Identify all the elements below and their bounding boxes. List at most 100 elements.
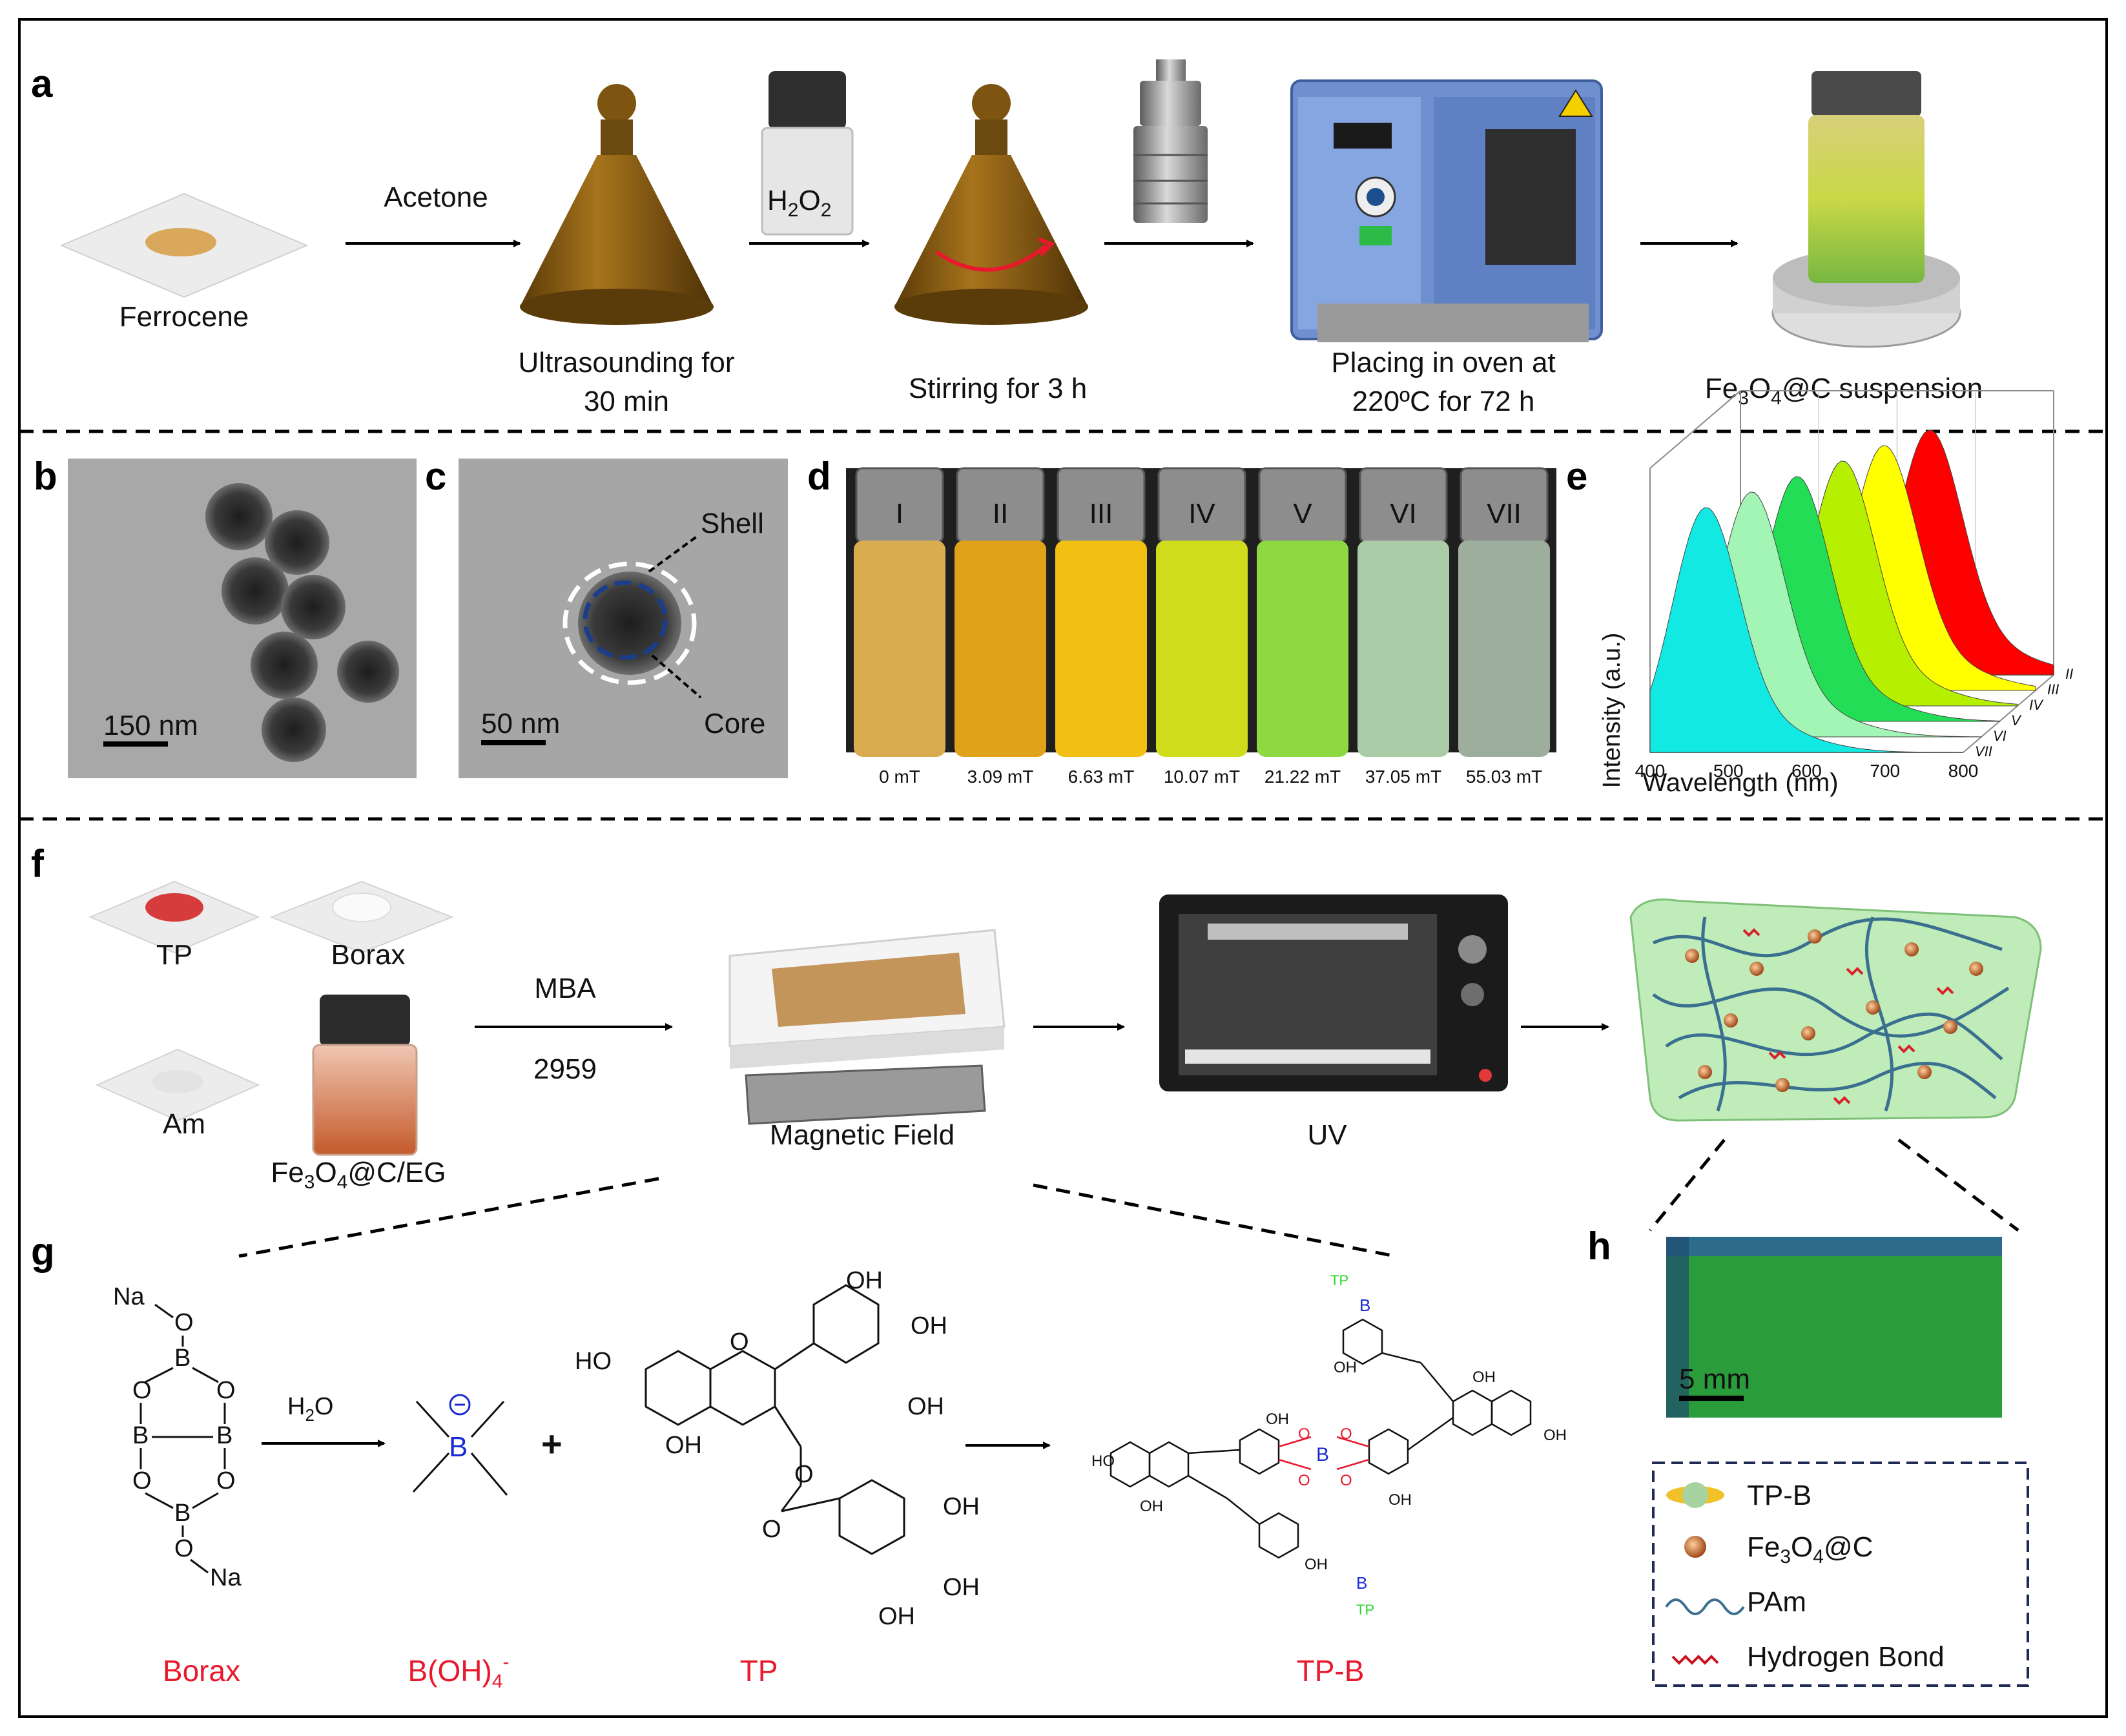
svg-text:O: O: [1340, 1472, 1352, 1489]
svg-text:O: O: [174, 1309, 194, 1336]
borate-ion: B: [412, 1394, 508, 1496]
panel-f: f TP Borax Am Fe3O4@C/EG MBA 2959 Magnet…: [31, 842, 2042, 1193]
vial-label: I: [896, 498, 903, 530]
svg-text:OH: OH: [1140, 1498, 1163, 1515]
series-label: VI: [1993, 728, 2007, 744]
svg-text:O: O: [216, 1467, 236, 1494]
zoom-line-h-left: [1649, 1139, 1726, 1232]
vial-label: III: [1089, 498, 1113, 530]
scale-label-c: 50 nm: [481, 708, 560, 739]
label-mba: MBA: [534, 973, 596, 1004]
plus-sign: +: [541, 1423, 562, 1464]
series-label: IV: [2029, 697, 2044, 713]
hydrogel-photo: [1666, 1237, 2002, 1418]
vial-liquid: [1156, 541, 1248, 757]
svg-text:O: O: [1298, 1472, 1310, 1489]
uv-oven: [1159, 894, 1508, 1091]
label-borax: Borax: [331, 939, 406, 971]
legend-tpb-label: TP-B: [1747, 1480, 1811, 1511]
label-core: Core: [704, 708, 765, 739]
vial: II3.09 mT: [955, 467, 1046, 787]
zoom-line-h-right: [1897, 1139, 2019, 1232]
svg-text:O: O: [1298, 1425, 1310, 1443]
panel-label-e: e: [1566, 455, 1587, 498]
svg-text:B: B: [174, 1500, 191, 1527]
spectrum-area-vii: [1649, 507, 1963, 753]
svg-text:O: O: [762, 1516, 781, 1543]
vial-field-label: 10.07 mT: [1164, 767, 1240, 787]
tp-powder: [145, 893, 203, 922]
panel-label-b: b: [34, 455, 57, 498]
suspension-vial: [1771, 71, 1961, 348]
svg-text:Na: Na: [113, 1283, 145, 1310]
label-uv: UV: [1307, 1119, 1347, 1151]
series-label: V: [2011, 712, 2022, 728]
legend-fe3o4-icon: [1684, 1536, 1706, 1558]
svg-text:O: O: [1340, 1425, 1352, 1443]
svg-text:OH: OH: [1334, 1359, 1357, 1376]
x-tick-label: 700: [1870, 761, 1900, 781]
scale-label-h: 5 mm: [1679, 1363, 1750, 1395]
legend-box: [1652, 1462, 2029, 1687]
flask-stirring: [894, 84, 1088, 325]
vial: III 6.63 mT: [1055, 467, 1147, 787]
label-shell: Shell: [701, 508, 764, 539]
chart-ylabel: Intensity (a.u.): [1598, 633, 1625, 789]
vial-label: VI: [1390, 498, 1417, 530]
vial-field-label: 21.22 mT: [1264, 767, 1341, 787]
caption-tp: TP: [740, 1654, 778, 1688]
label-tp: TP: [156, 939, 192, 971]
vial-liquid: [1055, 541, 1147, 757]
vial-field-label: 3.09 mT: [967, 767, 1034, 787]
vial-liquid: [955, 541, 1046, 757]
vial-label: VII: [1487, 498, 1522, 530]
svg-text:TP: TP: [1330, 1272, 1348, 1288]
panel-label-h: h: [1587, 1224, 1611, 1268]
svg-text:B: B: [1316, 1444, 1329, 1465]
svg-text:O: O: [794, 1461, 814, 1488]
vial-liquid: [1458, 541, 1550, 757]
x-tick-label: 500: [1713, 761, 1744, 781]
panel-label-f: f: [31, 842, 45, 885]
vial-field-label: 0 mT: [879, 767, 920, 787]
svg-text:O: O: [730, 1328, 749, 1356]
svg-text:Na: Na: [210, 1564, 242, 1591]
panel-h: h 5 mm: [1587, 1224, 2002, 1418]
svg-text:B: B: [1356, 1573, 1367, 1593]
vial: IV 10.07 mT: [1156, 467, 1248, 787]
vial-liquid: [1357, 541, 1449, 757]
svg-text:O: O: [174, 1535, 194, 1562]
label-suspension: Fe3O4@C suspension: [1705, 373, 1983, 409]
svg-text:OH: OH: [911, 1312, 947, 1339]
panel-b: b 150 nm: [34, 455, 417, 778]
vial-liquid: [1257, 541, 1348, 757]
chart-areas: [1649, 429, 2054, 753]
vial-field-label: 6.63 mT: [1068, 767, 1135, 787]
series-label: III: [2047, 681, 2059, 698]
svg-text:HO: HO: [575, 1348, 612, 1375]
svg-text:B: B: [132, 1422, 149, 1449]
legend: TP-B Fe3O4@C PAm Hydrogen Bond: [1652, 1462, 2029, 1687]
x-tick-label: 600: [1791, 761, 1822, 781]
vial-liquid: [854, 541, 945, 757]
x-tick-label: 800: [1948, 761, 1979, 781]
svg-text:TP: TP: [1356, 1602, 1374, 1618]
chart-xlabel: Wavelength (nm): [1642, 769, 1838, 797]
vial-label: IV: [1188, 498, 1215, 530]
vial: I 0 mT: [854, 467, 945, 787]
label-magnetic-field: Magnetic Field: [770, 1119, 955, 1151]
scale-label-b: 150 nm: [103, 710, 198, 741]
label-ultrasound-2: 30 min: [584, 386, 669, 417]
label-ferrocene: Ferrocene: [119, 301, 249, 333]
svg-text:OH: OH: [943, 1493, 980, 1520]
mold-with-magnet: [728, 929, 1006, 1125]
panel-a: a Ferrocene Acetone Ultrasounding for 30…: [31, 59, 1983, 417]
label-ultrasound-1: Ultrasounding for: [518, 347, 734, 378]
tpb-structure: B O O O O HO OH OH OH OH OH OH TP B B TP…: [1091, 1272, 1567, 1618]
borax-structure: Na O B O O B B O O B O Na: [113, 1283, 242, 1591]
label-am: Am: [163, 1108, 205, 1140]
svg-text:OH: OH: [1543, 1427, 1567, 1444]
